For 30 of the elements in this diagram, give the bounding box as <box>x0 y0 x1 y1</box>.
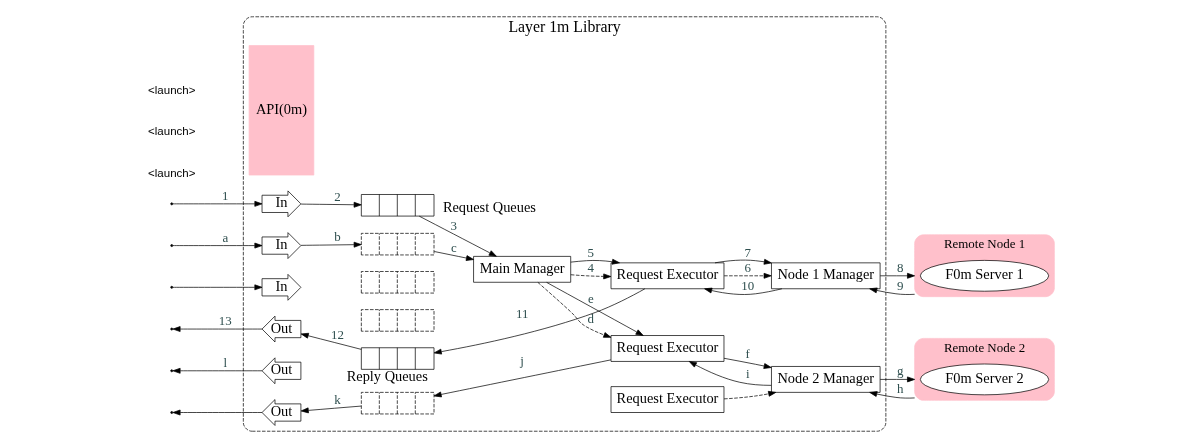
edge-label: 5 <box>587 244 595 260</box>
edge-label: e <box>587 290 594 306</box>
edge-label: b <box>334 228 341 244</box>
label: <launch> <box>148 83 196 96</box>
edge-label: h <box>897 381 904 397</box>
edge-label: 10 <box>741 277 755 293</box>
label: <launch> <box>148 125 196 138</box>
node-label: Request Queues <box>442 199 536 216</box>
edge-label: d <box>587 310 595 326</box>
edge-label: 9 <box>897 277 904 293</box>
edge-label: j <box>520 352 524 368</box>
edge-label: a <box>222 229 229 245</box>
edge-label: f <box>745 346 750 362</box>
edge-label: 2 <box>334 188 341 204</box>
node-label: Reply Queues <box>346 368 428 385</box>
edge-label: c <box>450 239 457 255</box>
edge-label: 7 <box>744 244 751 260</box>
edge-label: l <box>223 354 228 370</box>
edge-label: 3 <box>450 218 458 234</box>
edge-label: 6 <box>744 259 751 275</box>
edge-label: g <box>897 363 904 379</box>
edge-label: 1 <box>222 187 229 203</box>
edge-label: 11 <box>515 305 529 321</box>
label: <launch> <box>148 167 196 180</box>
edge-label: i <box>745 366 750 382</box>
edge-label: 12 <box>331 326 345 342</box>
edge-label: 8 <box>897 259 904 275</box>
edge-label: 13 <box>218 313 232 329</box>
edge-label: k <box>334 392 341 408</box>
edge-label: 4 <box>587 259 595 275</box>
